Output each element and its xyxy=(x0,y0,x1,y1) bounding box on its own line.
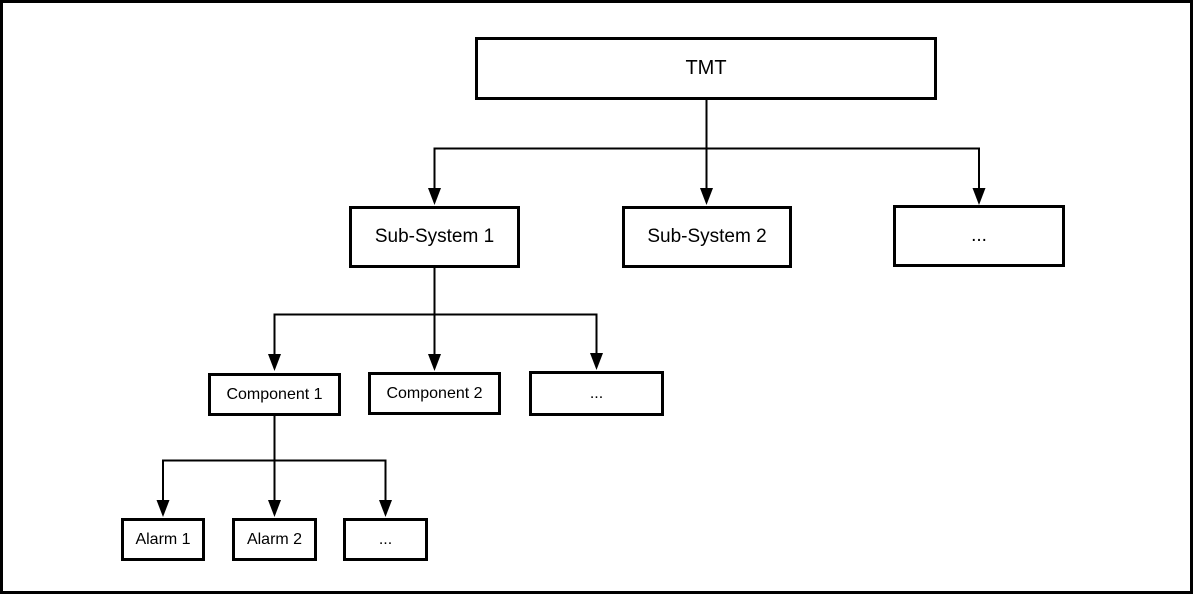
arrow-down-head xyxy=(268,354,281,371)
node-alarm-2: Alarm 2 xyxy=(232,518,317,561)
node-label: ... xyxy=(971,225,987,246)
node-label: Sub-System 2 xyxy=(647,226,767,247)
arrow-down-head xyxy=(972,188,986,205)
arrow-down-head xyxy=(268,500,281,517)
node-label: Alarm 2 xyxy=(246,530,303,548)
node-alarm-1: Alarm 1 xyxy=(121,518,205,561)
node-label: Component 1 xyxy=(226,385,323,403)
arrow-down-head xyxy=(379,500,392,517)
node-sub-system-ellipsis: ... xyxy=(893,205,1065,267)
node-sub-system-1: Sub-System 1 xyxy=(349,206,520,268)
node-tmt: TMT xyxy=(475,37,937,100)
arrow-down-head xyxy=(156,500,170,517)
connector-component1-to-level4 xyxy=(156,416,392,517)
node-label: Alarm 1 xyxy=(135,530,191,548)
node-component-ellipsis: ... xyxy=(529,371,664,416)
connector-line xyxy=(433,147,980,188)
arrow-down-head xyxy=(590,353,603,370)
arrow-down-head xyxy=(428,354,441,371)
node-label: ... xyxy=(378,530,393,548)
arrow-down-head xyxy=(428,188,441,205)
node-component-2: Component 2 xyxy=(368,372,501,415)
node-component-1: Component 1 xyxy=(208,373,341,416)
node-label: Sub-System 1 xyxy=(374,226,495,247)
node-label: Component 2 xyxy=(386,384,483,402)
connector-line xyxy=(273,313,598,354)
node-alarm-ellipsis: ... xyxy=(343,518,428,561)
connector-subsystem1-to-level3 xyxy=(268,268,603,371)
connector-line xyxy=(162,459,387,500)
node-label: TMT xyxy=(685,57,727,79)
node-sub-system-2: Sub-System 2 xyxy=(622,206,792,268)
node-label: ... xyxy=(589,384,604,402)
arrow-down-head xyxy=(700,188,713,205)
connector-root-to-level2 xyxy=(428,100,986,205)
